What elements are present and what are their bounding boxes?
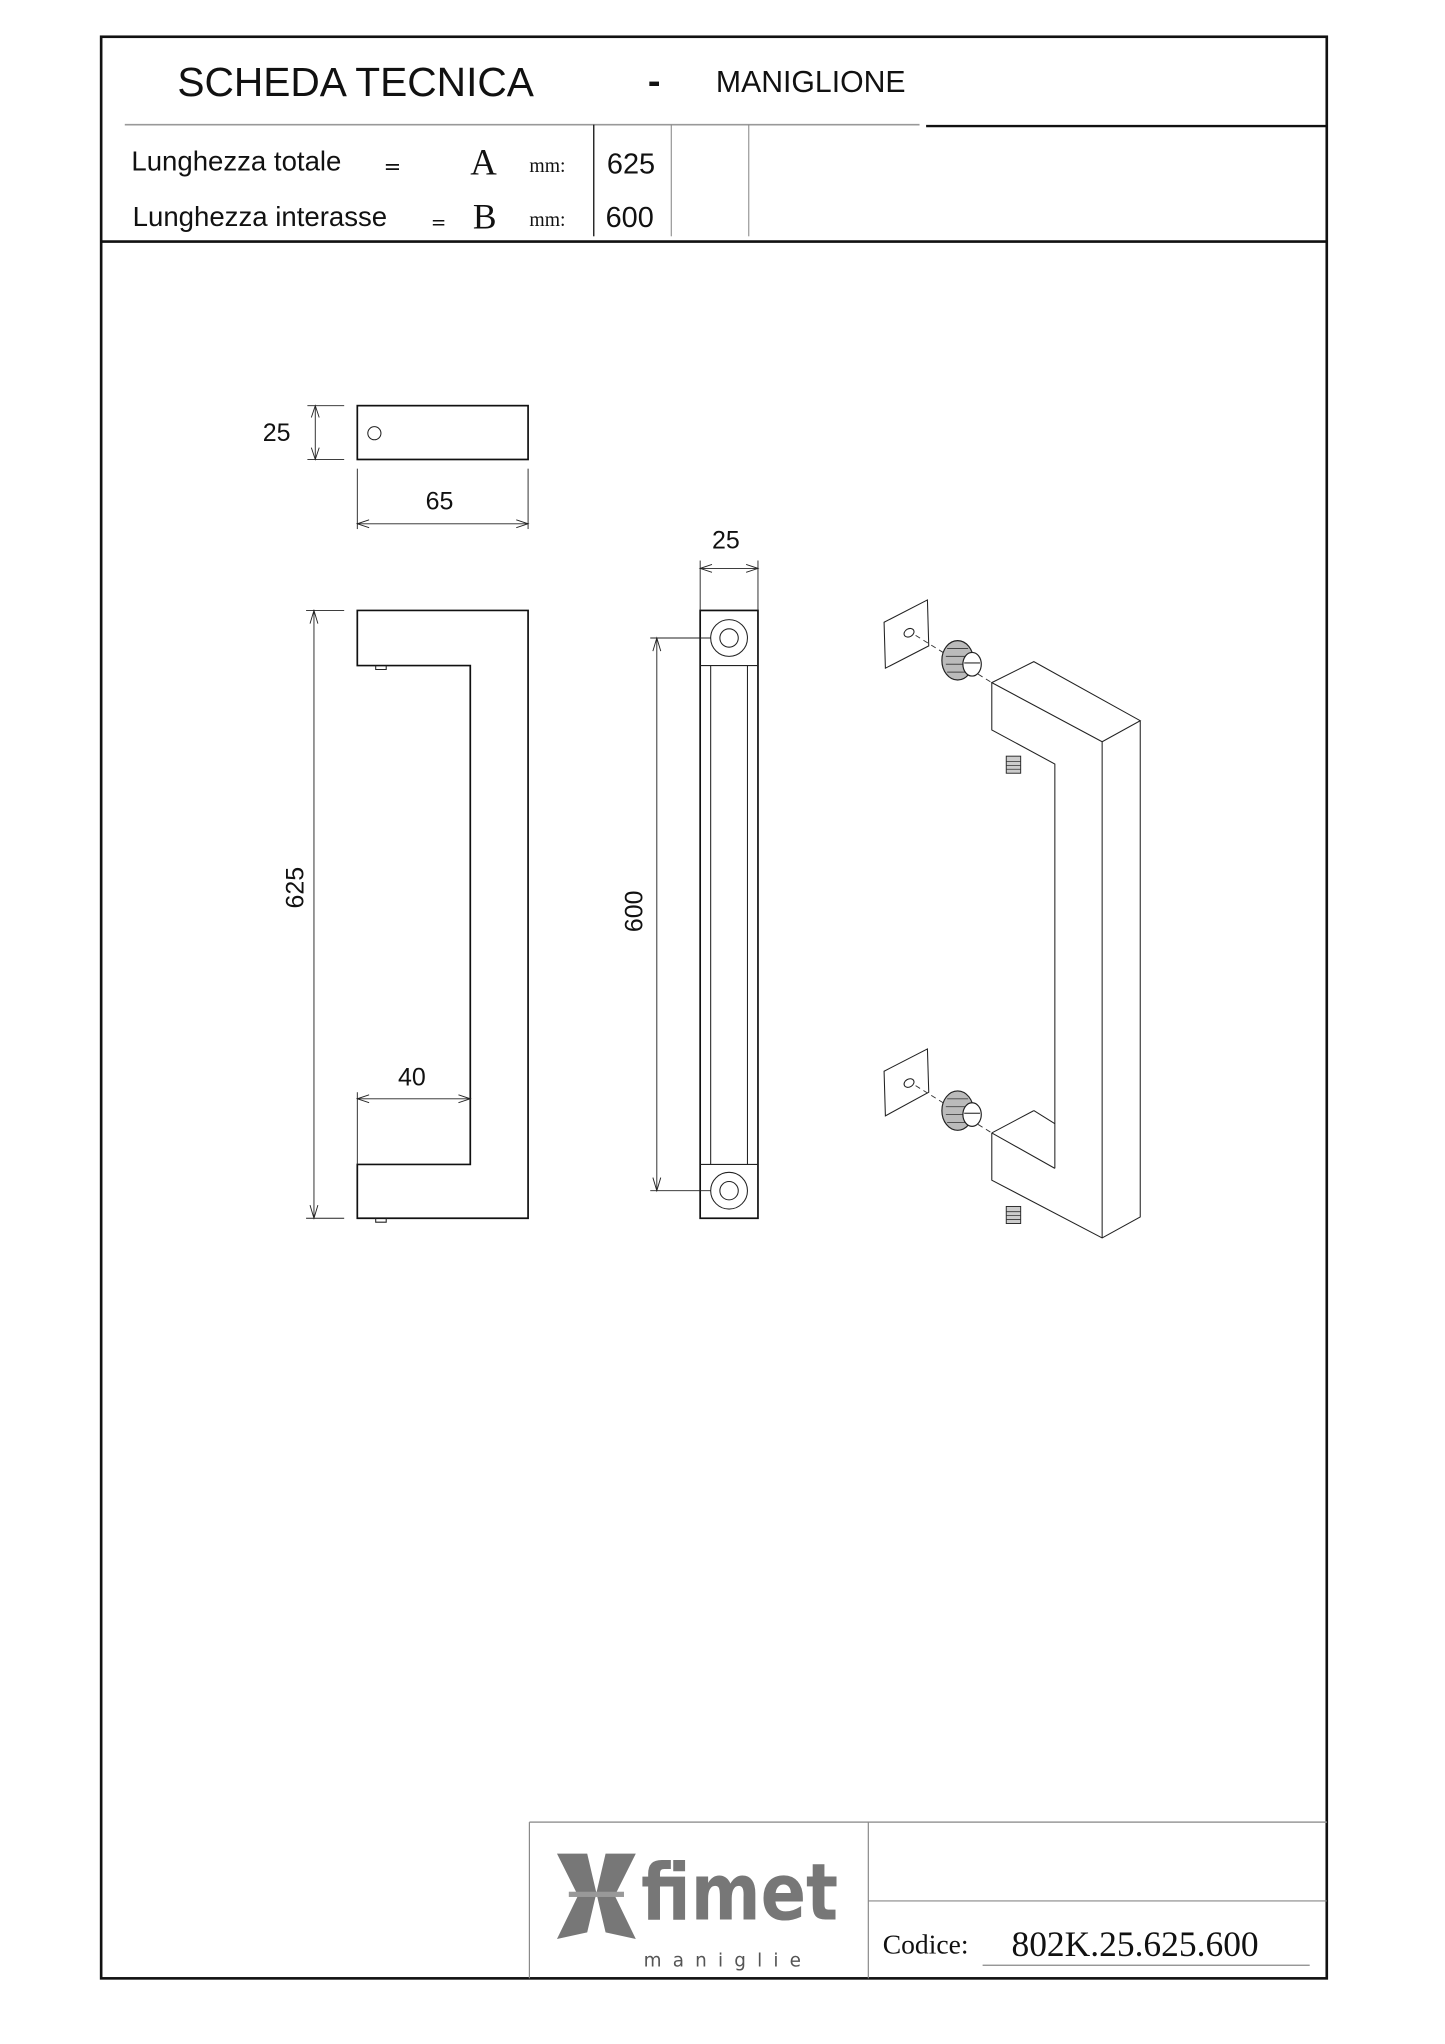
spec-letter: B	[473, 196, 497, 236]
logo-tagline: maniglie	[644, 1951, 812, 1972]
fimet-logo: fimet maniglie	[556, 1846, 838, 1972]
threaded-insert-icon	[941, 1090, 982, 1131]
sheet-border	[99, 35, 1329, 1980]
title-block: fimet maniglie Codice: 802K.25.625.600	[528, 1821, 1327, 1979]
code-label: Codice:	[883, 1928, 969, 1959]
spec-unit: mm:	[529, 209, 565, 231]
spec-equals: =	[384, 153, 402, 178]
spec-row-center-distance: Lunghezza interasse = B mm: 600	[133, 196, 654, 236]
spec-label: Lunghezza interasse	[133, 201, 387, 232]
product-code: 802K.25.625.600	[1012, 1924, 1259, 1964]
isometric-view-drawing	[883, 599, 1142, 1239]
front-view-drawing: 625 40	[281, 608, 529, 1223]
page-title: SCHEDA TECNICA	[177, 59, 534, 105]
logo-brand: fimet	[641, 1846, 838, 1938]
top-view-drawing: 25 65	[263, 404, 530, 530]
page-subtitle: MANIGLIONE	[716, 66, 906, 99]
header: SCHEDA TECNICA - MANIGLIONE Lunghezza to…	[101, 59, 1327, 243]
dimension-label: 25	[712, 527, 740, 555]
spec-label: Lunghezza totale	[131, 146, 341, 177]
side-view-drawing: 25 600	[620, 527, 760, 1220]
dimension-label: 65	[426, 487, 454, 515]
spec-row-total-length: Lunghezza totale = A mm: 625	[131, 142, 655, 183]
spec-letter: A	[470, 142, 497, 183]
title-separator: -	[648, 65, 661, 101]
spec-equals: =	[431, 212, 446, 233]
dimension-label: 40	[398, 1064, 426, 1092]
dimension-label: 625	[281, 867, 309, 909]
dimension-label: 25	[263, 419, 291, 447]
grub-screw-icon	[1005, 755, 1022, 774]
spec-value: 600	[606, 202, 654, 234]
spec-unit: mm:	[529, 155, 565, 177]
threaded-insert-icon	[941, 640, 982, 681]
spec-value: 625	[607, 148, 655, 180]
dimension-label: 600	[620, 890, 648, 932]
grub-screw-icon	[1005, 1205, 1022, 1224]
